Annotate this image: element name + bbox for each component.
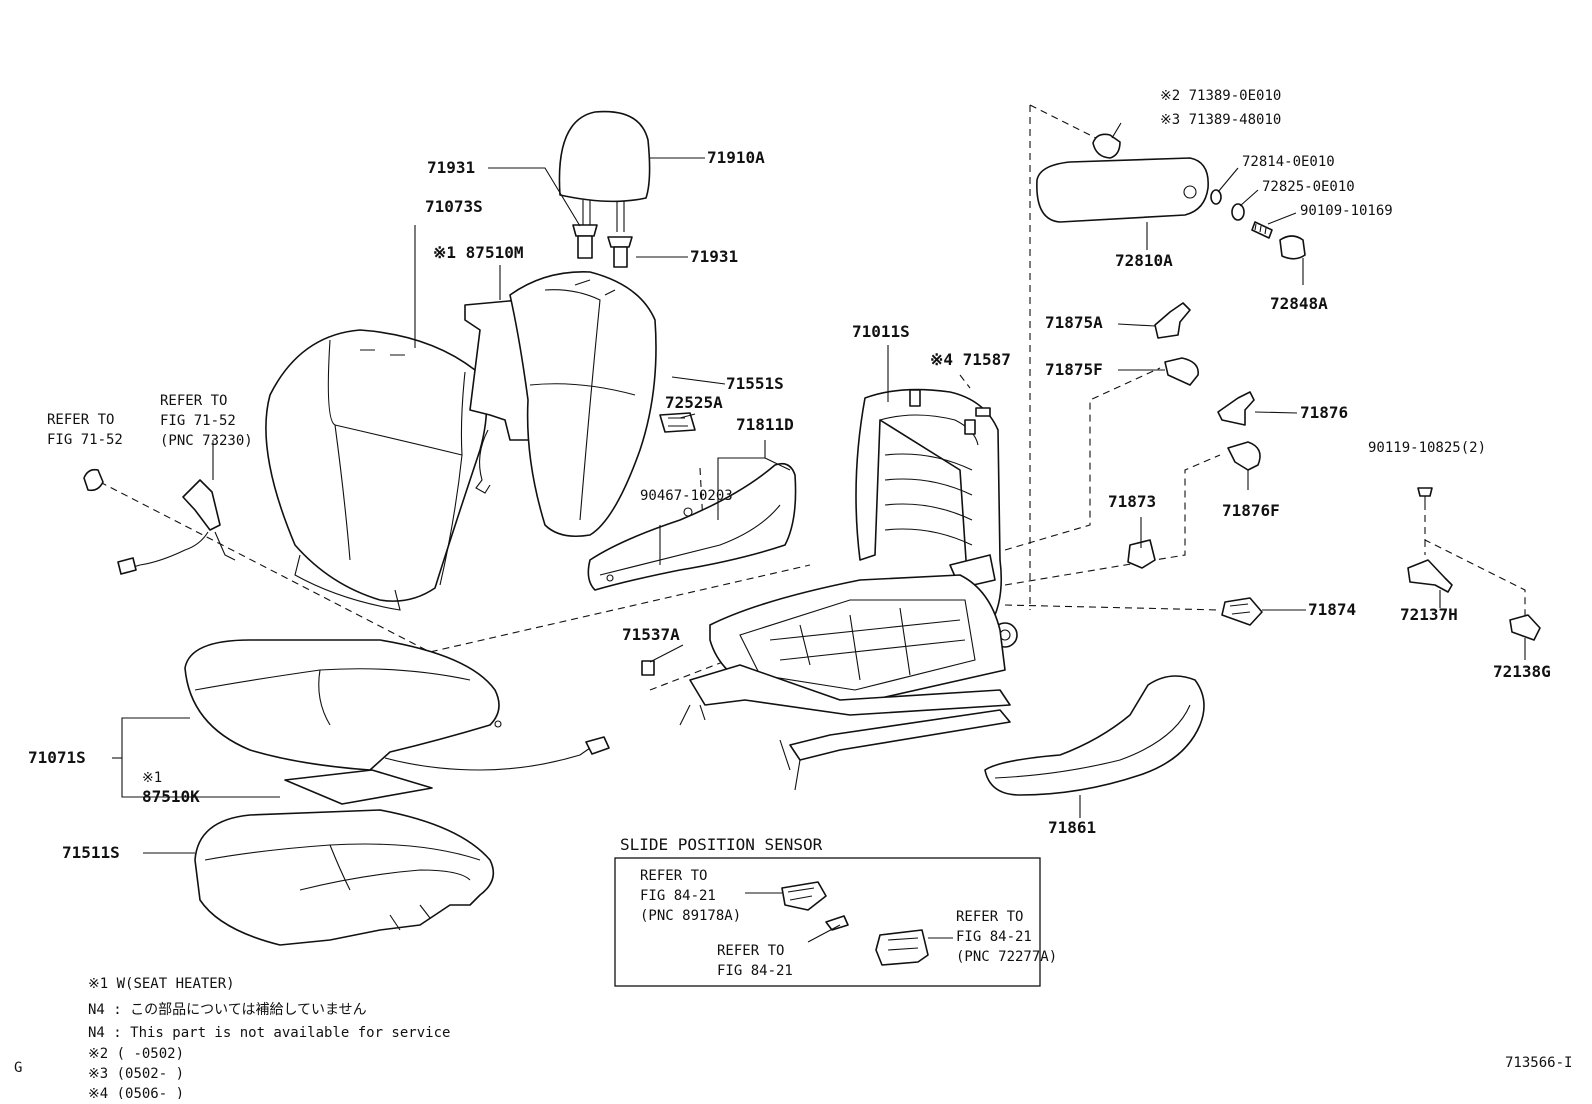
washer-72825 bbox=[1231, 203, 1245, 221]
label-90467-10203: 90467-10203 bbox=[640, 488, 733, 504]
label-90109-10169: 90109-10169 bbox=[1300, 203, 1393, 219]
ref-left-b-line2: FIG 71-52 bbox=[160, 413, 236, 429]
ref-sensor-b-line1: REFER TO bbox=[717, 943, 784, 959]
buckle-grommet bbox=[83, 468, 104, 492]
ref-sensor-c-line3: (PNC 72277A) bbox=[956, 949, 1057, 965]
ref-sensor-c-line1: REFER TO bbox=[956, 909, 1023, 925]
label-71071s: 71071S bbox=[28, 748, 86, 767]
label-72137h: 72137H bbox=[1400, 605, 1458, 624]
bracket-72138g bbox=[1509, 614, 1541, 641]
screw-90119 bbox=[1417, 487, 1433, 510]
sensor-box-title: SLIDE POSITION SENSOR bbox=[620, 835, 823, 854]
label-71873: 71873 bbox=[1108, 492, 1156, 511]
footnote-6: ※4 (0506- ) bbox=[88, 1086, 184, 1099]
seatback-side-shield bbox=[587, 462, 797, 591]
figure-code: 713566-I bbox=[1505, 1055, 1572, 1071]
ref-left-a-line1: REFER TO bbox=[47, 412, 114, 428]
bracket-71875f bbox=[1164, 357, 1199, 386]
footnote-5: ※3 (0502- ) bbox=[88, 1066, 184, 1082]
label-71910a: 71910A bbox=[707, 148, 765, 167]
label-72825-0e010: 72825-0E010 bbox=[1262, 179, 1355, 195]
seat-cushion-heater-wire bbox=[384, 736, 610, 771]
label-71551s: 71551S bbox=[726, 374, 784, 393]
label-72848a: 72848A bbox=[1270, 294, 1328, 313]
ref-left-b-line1: REFER TO bbox=[160, 393, 227, 409]
footnotes: ※1 W(SEAT HEATER) N4 : この部品については補給していません… bbox=[14, 976, 1572, 1102]
label-71875f: 71875F bbox=[1045, 360, 1103, 379]
seat-side-cover bbox=[984, 675, 1205, 796]
label-71011s: 71011S bbox=[852, 322, 910, 341]
ref-left-b-line3: (PNC 73230) bbox=[160, 433, 253, 449]
seat-cushion-pad bbox=[194, 809, 495, 946]
label-87510m: ※1 87510M bbox=[433, 243, 523, 262]
seat-frame bbox=[679, 388, 1018, 791]
label-71861: 71861 bbox=[1048, 818, 1096, 837]
headrest-guide-right bbox=[607, 236, 633, 268]
label-90119-10825: 90119-10825(2) bbox=[1368, 440, 1486, 456]
label-71931-bottom: 71931 bbox=[690, 247, 738, 266]
ref-left-a-line2: FIG 71-52 bbox=[47, 432, 123, 448]
label-71511s: 71511S bbox=[62, 843, 120, 862]
label-72810a: 72810A bbox=[1115, 251, 1173, 270]
footnote-3: N4 : This part is not available for serv… bbox=[88, 1025, 450, 1041]
ref-sensor-a-line1: REFER TO bbox=[640, 868, 707, 884]
bracket-71873 bbox=[1127, 539, 1156, 569]
ref-sensor-a-line3: (PNC 89178A) bbox=[640, 908, 741, 924]
label-87510k-mark: ※1 bbox=[142, 770, 162, 786]
washer-72814 bbox=[1210, 189, 1222, 205]
label-71875a: 71875A bbox=[1045, 313, 1103, 332]
seatback-pad bbox=[509, 271, 657, 538]
label-72525a: 72525A bbox=[665, 393, 723, 412]
label-71874: 71874 bbox=[1308, 600, 1356, 619]
headrest-guide-left bbox=[572, 224, 598, 259]
label-72138g: 72138G bbox=[1493, 662, 1551, 681]
label-71587: ※4 71587 bbox=[930, 350, 1011, 369]
label-71389-48010: ※3 71389-48010 bbox=[1160, 112, 1281, 128]
armrest-72810a bbox=[1036, 157, 1209, 223]
cover-71876f bbox=[1227, 441, 1261, 471]
bracket-71874 bbox=[1221, 597, 1263, 626]
label-71876f: 71876F bbox=[1222, 501, 1280, 520]
bolt-90109 bbox=[1251, 221, 1273, 239]
cover-71876 bbox=[1217, 391, 1255, 426]
label-71876: 71876 bbox=[1300, 403, 1348, 422]
armrest-cap-71389 bbox=[1092, 133, 1121, 159]
cap-72848a bbox=[1279, 235, 1306, 260]
leader-lines bbox=[112, 122, 1526, 943]
footnote-1: ※1 W(SEAT HEATER) bbox=[88, 976, 235, 992]
label-87510k: 87510K bbox=[142, 787, 200, 806]
label-71811d: 71811D bbox=[736, 415, 794, 434]
footnote-2: N4 : この部品については補給していません bbox=[88, 1002, 367, 1018]
seat-belt-buckle bbox=[117, 479, 236, 575]
reference-labels: REFER TO FIG 71-52 REFER TO FIG 71-52 (P… bbox=[47, 393, 1057, 979]
label-72814-0e010: 72814-0E010 bbox=[1242, 154, 1335, 170]
corner-letter: G bbox=[14, 1060, 22, 1076]
headrest bbox=[558, 110, 651, 232]
label-71389-0e010: ※2 71389-0E010 bbox=[1160, 88, 1281, 104]
fastener-72525a bbox=[659, 412, 696, 433]
part-71587 bbox=[975, 407, 991, 417]
ref-sensor-a-line2: FIG 84-21 bbox=[640, 888, 716, 904]
bracket-71875a bbox=[1154, 302, 1191, 339]
seat-cushion-cover bbox=[184, 639, 502, 771]
label-71931-top: 71931 bbox=[427, 158, 475, 177]
bracket-72137h bbox=[1407, 559, 1453, 593]
label-71073s: 71073S bbox=[425, 197, 483, 216]
pad-71537a bbox=[641, 660, 655, 676]
label-71537a: 71537A bbox=[622, 625, 680, 644]
seatback-cover bbox=[265, 329, 488, 611]
ref-sensor-b-line2: FIG 84-21 bbox=[717, 963, 793, 979]
slide-position-sensor-box bbox=[614, 857, 1041, 987]
part-number-labels: 71910A 71931 71931 71073S ※1 87510M 7155… bbox=[28, 88, 1551, 862]
footnote-4: ※2 ( -0502) bbox=[88, 1046, 184, 1062]
ref-sensor-c-line2: FIG 84-21 bbox=[956, 929, 1032, 945]
seat-cushion-heater-mat bbox=[284, 769, 433, 805]
